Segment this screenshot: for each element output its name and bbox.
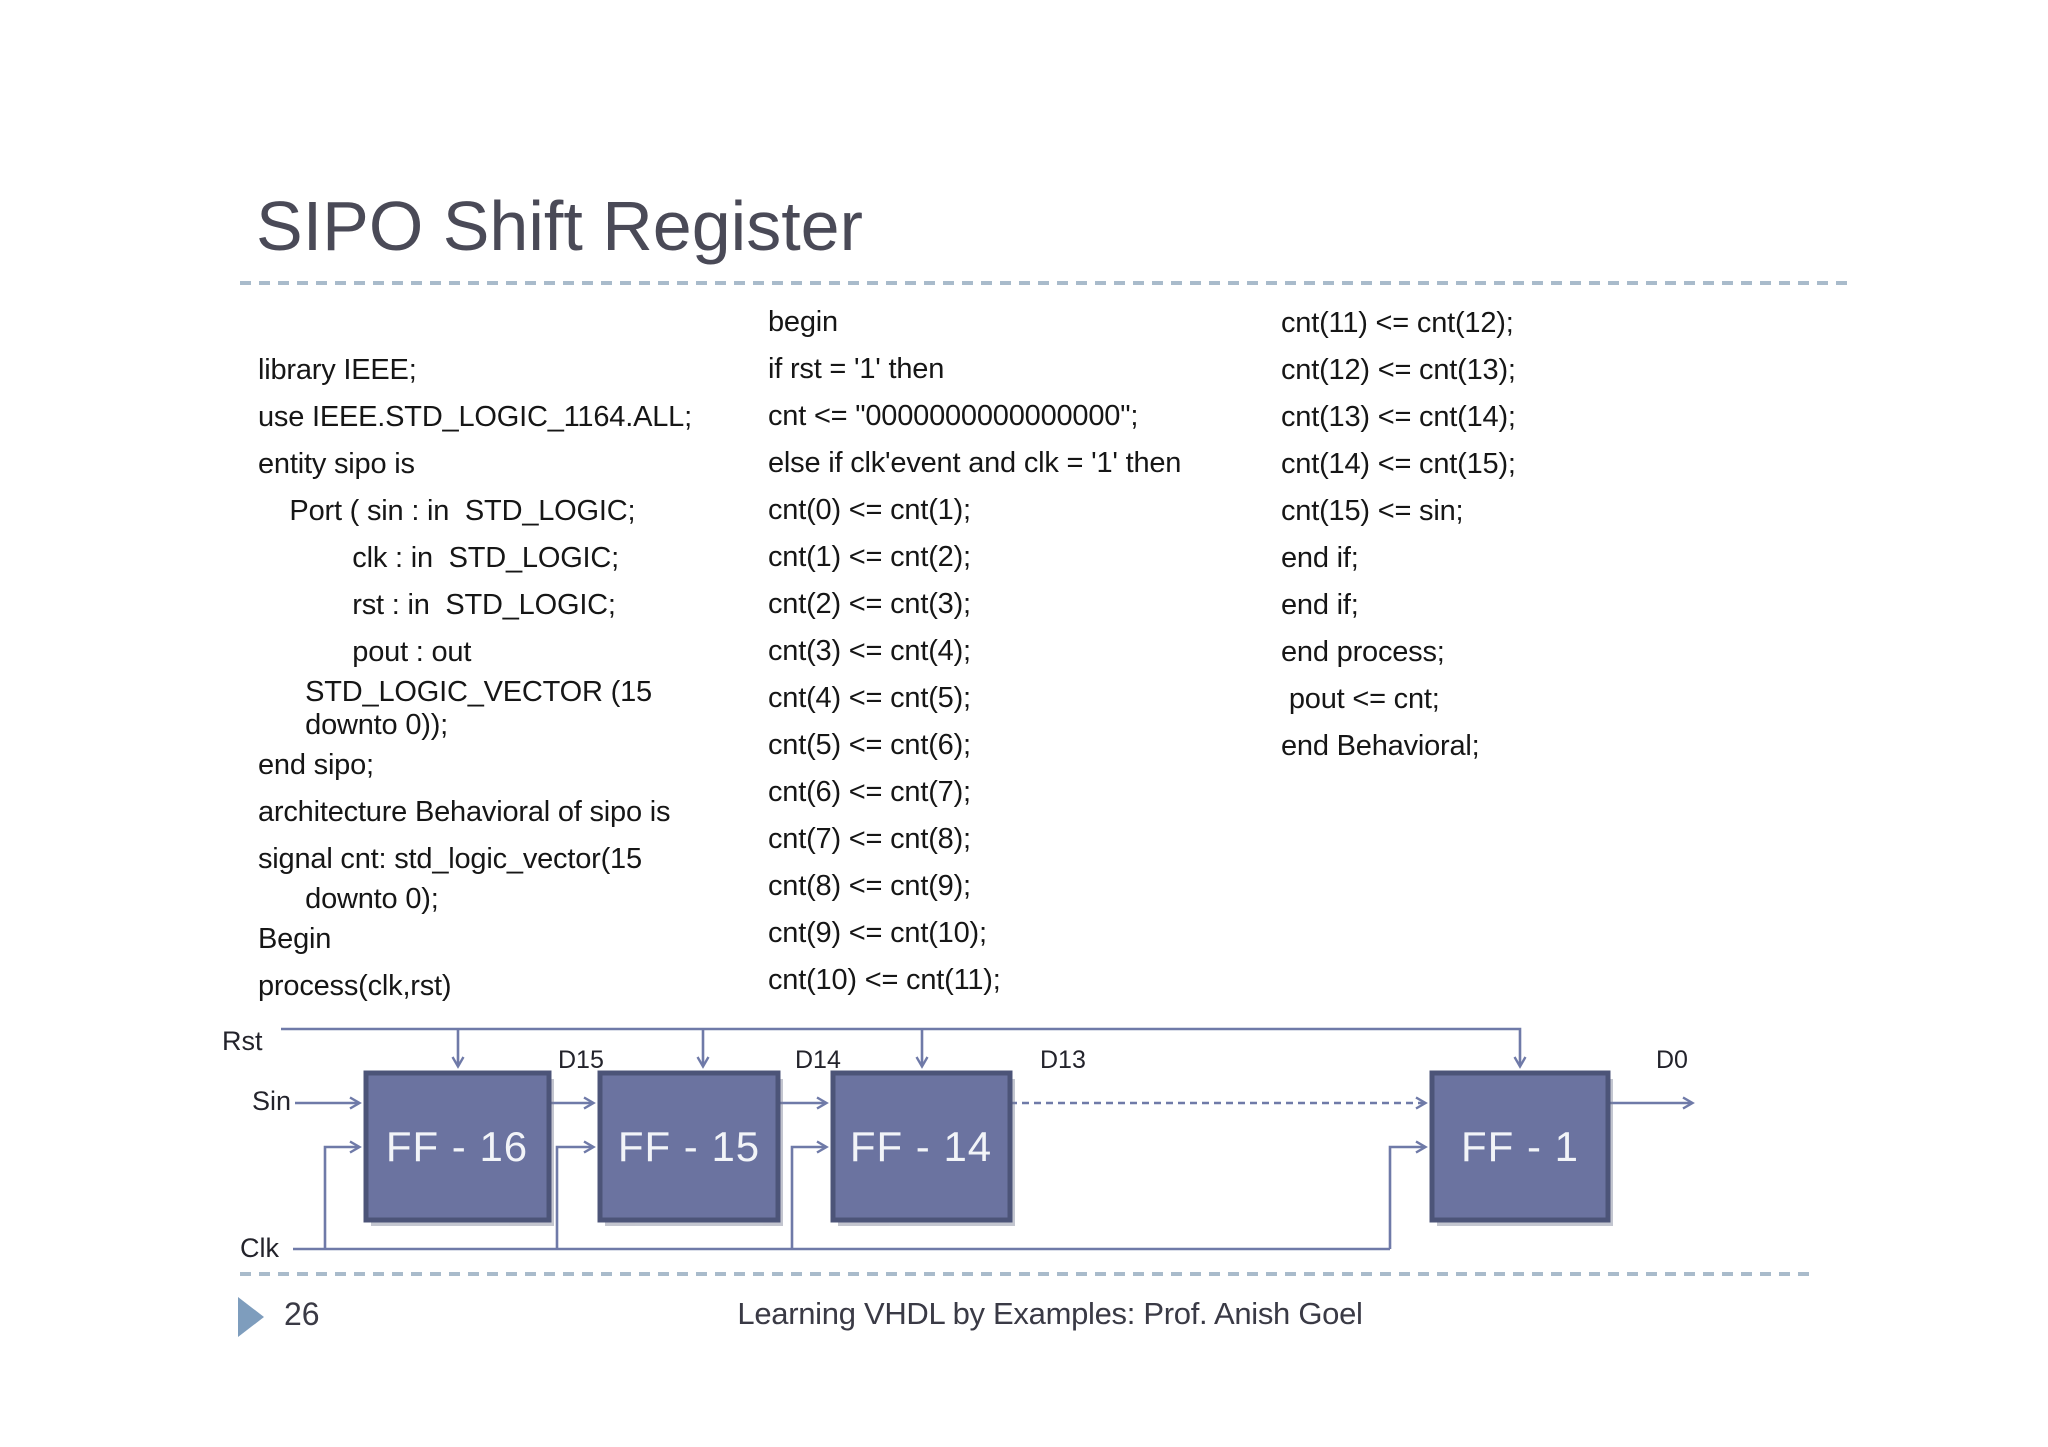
code-line: cnt(3) <= cnt(4); [768,635,971,667]
vhdl-code-column-1: library IEEE; use IEEE.STD_LOGIC_1164.ALL… [258,347,692,1010]
code-line: else if clk'event and clk = '1' then [768,447,1182,479]
ff1-box [1429,1070,1611,1223]
flipflop-boxes [363,1070,1611,1223]
code-line: entity sipo is [258,448,415,480]
footer-divider [240,1272,1815,1276]
code-line: end sipo; [258,749,374,781]
code-line: cnt(5) <= cnt(6); [768,729,971,761]
page-number: 26 [284,1296,320,1332]
page-title: SIPO Shift Register [256,187,863,265]
code-line: downto 0); [258,883,439,915]
code-line: cnt <= "0000000000000000"; [768,400,1139,432]
shift-register-diagram: FF - 16 FF - 15 FF - 14 FF - 1 Rst Sin C… [222,1026,1800,1263]
rst-wire [281,1027,1520,1066]
code-line: cnt(15) <= sin; [1281,495,1464,527]
code-line: end if; [1281,542,1359,574]
code-line: Port ( sin : in STD_LOGIC; [258,495,636,527]
code-line: cnt(14) <= cnt(15); [1281,448,1516,480]
code-line: cnt(12) <= cnt(13); [1281,354,1516,386]
code-line: cnt(9) <= cnt(10); [768,917,987,949]
clk-label: Clk [240,1233,279,1263]
ff14-box [830,1070,1013,1223]
title-divider [240,281,1852,285]
footer-arrow-icon [238,1297,264,1337]
d0-label: D0 [1656,1046,1688,1074]
vhdl-code-column-2: begin if rst = '1' then cnt <= "0000000000… [768,299,1181,1004]
code-line: cnt(0) <= cnt(1); [768,494,971,526]
code-line: begin [768,306,838,338]
code-line: downto 0)); [258,709,449,741]
rst-label: Rst [222,1026,263,1056]
clk-wire [293,1147,1425,1251]
code-line: pout <= cnt; [1281,683,1440,715]
ff16-label: FF - 16 [386,1123,528,1170]
code-line: cnt(11) <= cnt(12); [1281,307,1514,339]
code-line: cnt(6) <= cnt(7); [768,776,971,808]
code-line: architecture Behavioral of sipo is [258,796,671,828]
d13-label: D13 [1040,1046,1086,1074]
code-line: cnt(2) <= cnt(3); [768,588,971,620]
code-line: process(clk,rst) [258,970,452,1002]
ff14-label: FF - 14 [850,1123,992,1170]
ff1-label: FF - 1 [1461,1123,1579,1170]
d14-label: D14 [795,1046,841,1074]
code-line: cnt(13) <= cnt(14); [1281,401,1516,433]
code-line: rst : in STD_LOGIC; [258,589,616,621]
ff15-label: FF - 15 [618,1123,760,1170]
code-line: use IEEE.STD_LOGIC_1164.ALL; [258,401,692,433]
vhdl-code-column-3: cnt(11) <= cnt(12); cnt(12) <= cnt(13); cn… [1281,300,1516,770]
code-line: signal cnt: std_logic_vector(15 [258,843,642,875]
code-line: end process; [1281,636,1445,668]
code-line: cnt(7) <= cnt(8); [768,823,971,855]
ff16-box [363,1070,552,1223]
ff15-box [597,1070,781,1223]
code-line: if rst = '1' then [768,353,945,385]
code-line: clk : in STD_LOGIC; [258,542,620,574]
code-line: cnt(4) <= cnt(5); [768,682,971,714]
code-line: pout : out [258,636,472,668]
sin-label: Sin [252,1086,291,1116]
code-line: Begin [258,923,332,955]
code-line: STD_LOGIC_VECTOR (15 [258,676,652,708]
code-line: cnt(1) <= cnt(2); [768,541,971,573]
footer-caption: Learning VHDL by Examples: Prof. Anish G… [737,1296,1363,1331]
code-line: cnt(10) <= cnt(11); [768,964,1001,996]
code-line: cnt(8) <= cnt(9); [768,870,971,902]
d15-label: D15 [558,1046,604,1074]
code-line: library IEEE; [258,354,417,386]
code-line: end Behavioral; [1281,730,1480,762]
code-line: end if; [1281,589,1359,621]
